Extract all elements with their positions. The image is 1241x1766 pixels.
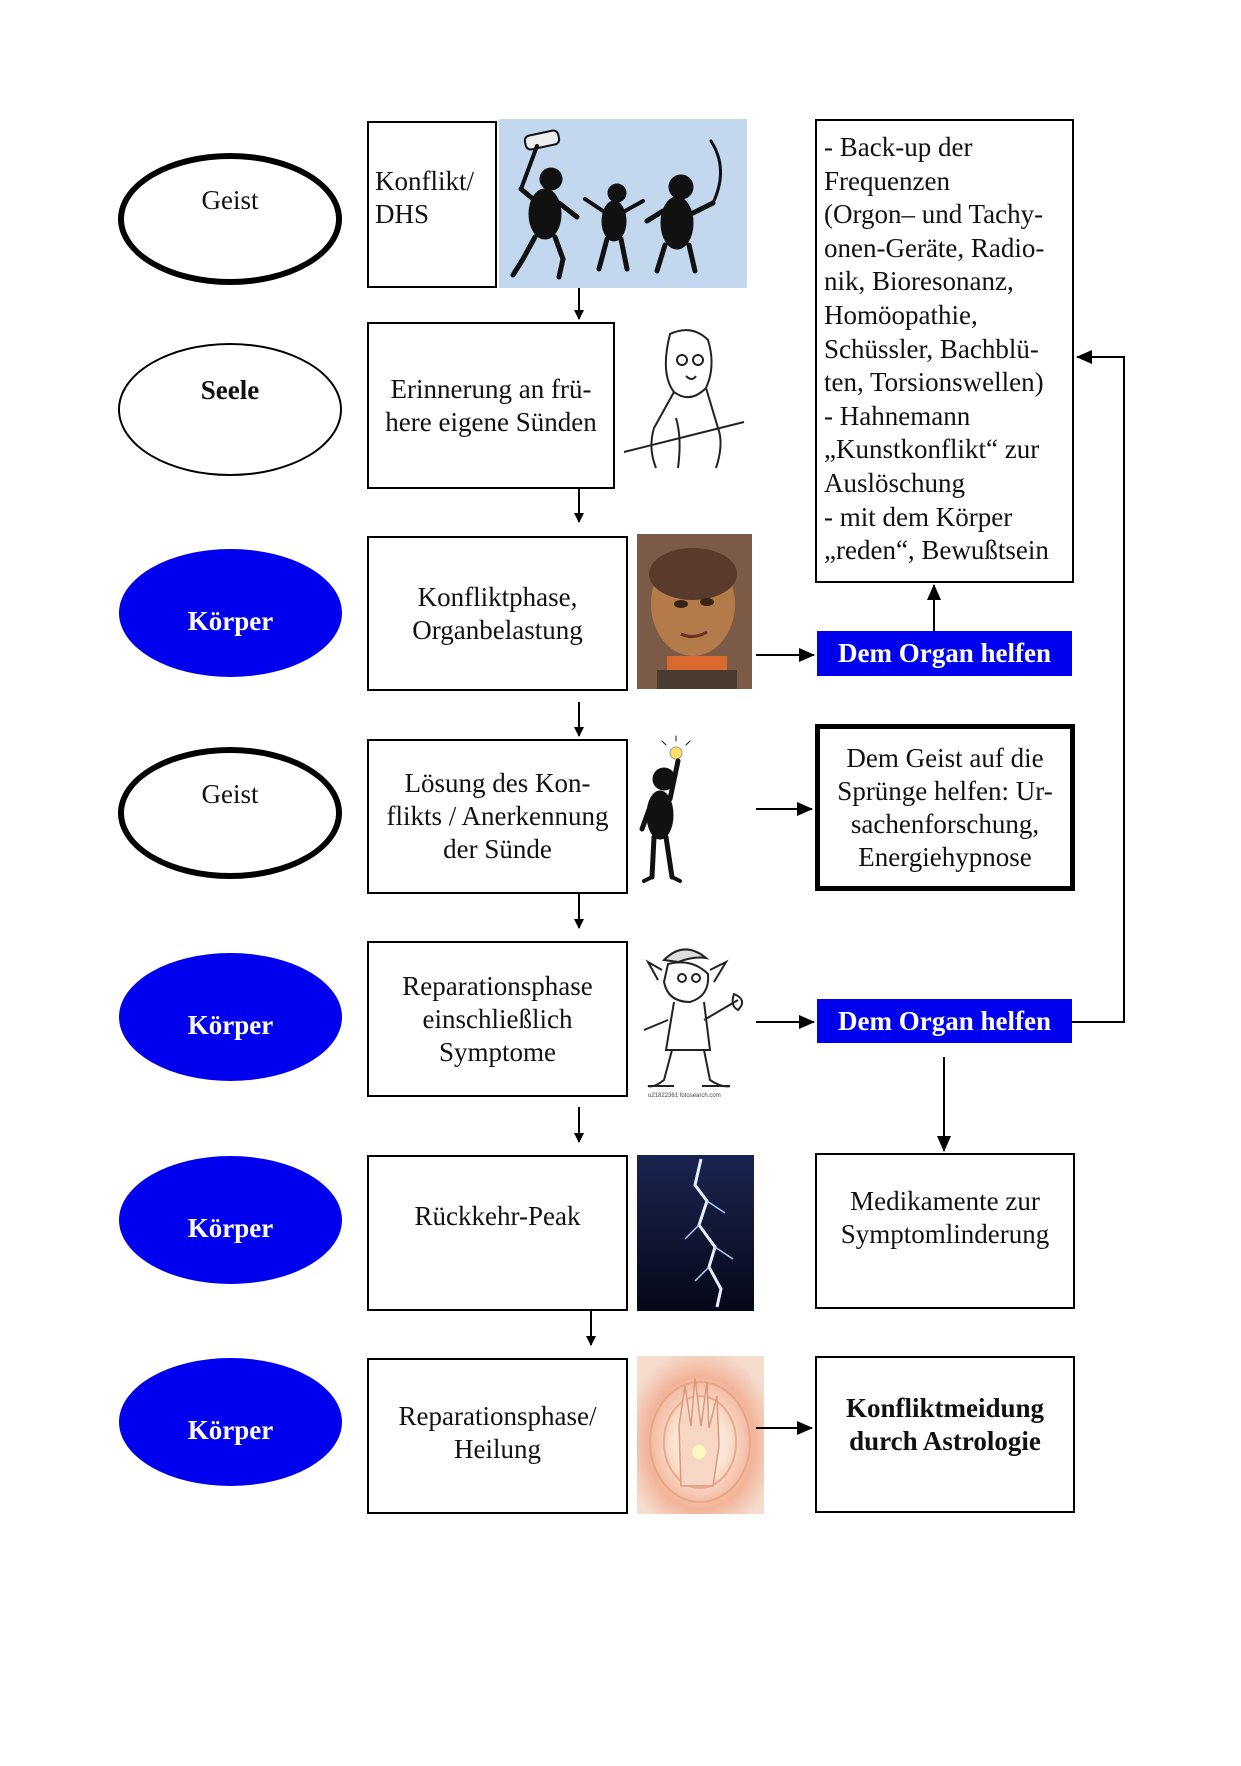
glowing-hand-picture xyxy=(637,1356,764,1514)
svg-text:u21822361 fotosearch.com: u21822361 fotosearch.com xyxy=(648,1093,721,1099)
oval-label: Körper xyxy=(187,1414,274,1445)
oval-label: Seele xyxy=(200,375,260,405)
lightning-photo xyxy=(637,1155,754,1311)
oval-geist-2: Geist xyxy=(118,747,342,879)
organ-help-1: Dem Organ helfen xyxy=(817,631,1072,676)
oval-label: Körper xyxy=(187,1009,274,1040)
oval-label: Körper xyxy=(187,605,274,636)
oval-label: Körper xyxy=(187,1212,274,1243)
step-konfliktphase: Konfliktphase, Organbelastung xyxy=(367,536,628,691)
step-loesung: Lösung des Kon- flikts / Anerkennung der… xyxy=(367,739,628,894)
fighting-figures-picture xyxy=(499,119,747,288)
step-reparationsphase: Reparationsphase einschließlich Symptome xyxy=(367,941,628,1097)
backup-text: - Back-up der Frequenzen (Orgon– und Tac… xyxy=(824,132,1049,566)
oval-koerper-4: Körper xyxy=(119,1358,342,1486)
oval-label: Geist xyxy=(201,185,259,215)
geist-help-box: Dem Geist auf die Sprünge helfen: Ur- sa… xyxy=(815,724,1075,891)
backup-frequenzen-box: - Back-up der Frequenzen (Orgon– und Tac… xyxy=(815,119,1074,583)
mechanic-cartoon: u21822361 fotosearch.com xyxy=(634,940,754,1100)
carved-head-photo xyxy=(637,534,752,689)
oval-koerper-2: Körper xyxy=(119,953,342,1081)
worried-man-sketch xyxy=(620,318,748,490)
step-rueckkehr-peak: Rückkehr-Peak xyxy=(367,1155,628,1311)
idea-figure-picture xyxy=(634,733,749,894)
oval-label: Geist xyxy=(201,779,259,809)
organ-help-2: Dem Organ helfen xyxy=(817,999,1072,1043)
step-erinnerung: Erinnerung an frü- here eigene Sünden xyxy=(367,322,615,489)
astrologie-box: Konfliktmeidung durch Astrologie xyxy=(815,1356,1075,1513)
step-heilung: Reparationsphase/ Heilung xyxy=(367,1358,628,1514)
medikamente-box: Medikamente zur Symptomlinderung xyxy=(815,1153,1075,1309)
oval-koerper-1: Körper xyxy=(119,549,342,677)
oval-seele: Seele xyxy=(118,343,342,476)
oval-geist-1: Geist xyxy=(118,153,342,285)
arrow-loop-backup xyxy=(1072,350,1125,1023)
step-konflikt-dhs: Konflikt/ DHS xyxy=(367,121,497,288)
oval-koerper-3: Körper xyxy=(119,1156,342,1284)
